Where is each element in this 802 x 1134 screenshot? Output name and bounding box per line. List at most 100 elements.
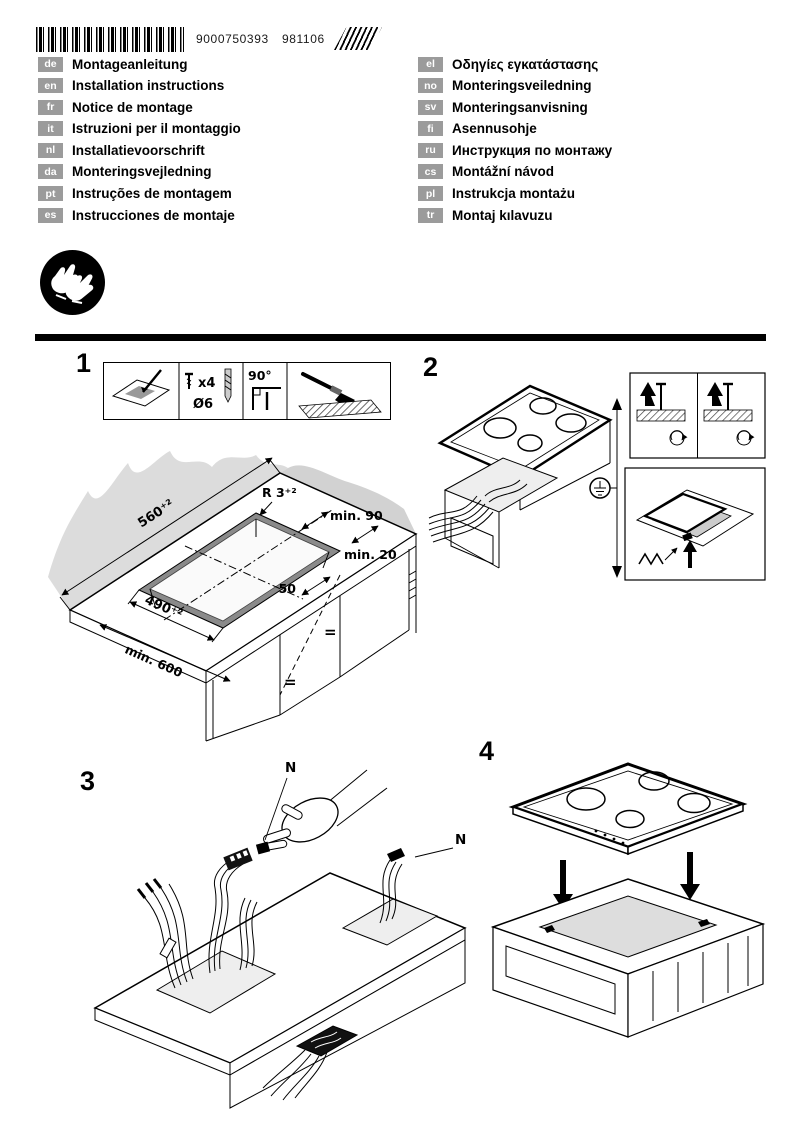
language-row: en Installation instructions [38, 78, 241, 94]
gloves-icon [40, 250, 105, 315]
detail-screw-fastening [629, 372, 766, 459]
language-title: Montageanleitung [72, 56, 188, 72]
language-title: Montaj kılavuzu [452, 207, 553, 223]
language-title: Instruções de montagem [72, 186, 232, 202]
language-code-badge: fr [38, 99, 63, 115]
figure2-number: 2 [423, 352, 439, 382]
figure1-number: 1 [76, 348, 92, 378]
dim-radius-label: R 3⁺² [262, 485, 297, 500]
terminal-label-n-right: N [455, 832, 466, 848]
equal-mark-top: = [324, 623, 337, 641]
hand [255, 769, 388, 855]
language-code-badge: pl [418, 186, 443, 202]
language-code-badge: de [38, 56, 63, 72]
language-row: fi Asennusohje [418, 121, 612, 137]
cable-exit-opening [262, 1025, 359, 1101]
dim-50-label: 50 [279, 581, 297, 596]
dim-min90-label: min. 90 [330, 508, 383, 523]
cable-opening-right [341, 848, 439, 946]
language-code-badge: sv [418, 99, 443, 115]
dimension-min90: min. 90 [301, 508, 383, 530]
language-title: Notice de montage [72, 99, 193, 115]
language-title: Инструкция по монтажу [452, 142, 613, 158]
language-row: es Instrucciones de montaje [38, 207, 241, 223]
language-code-badge: fi [418, 121, 443, 137]
figure2-drawing [428, 372, 766, 581]
strain-relief-clip [387, 848, 405, 862]
cabinet-lines [205, 546, 417, 742]
jumper-connector [255, 841, 271, 855]
language-code-badge: cs [418, 164, 443, 180]
language-row: tr Montaj kılavuzu [418, 207, 612, 223]
cabinet [492, 923, 764, 1038]
language-row: it Istruzioni per il montaggio [38, 121, 241, 137]
language-code-badge: nl [38, 142, 63, 158]
language-row: el Οδηγίες εγκατάστασης [418, 56, 612, 72]
language-title: Οδηγίες εγκατάστασης [452, 56, 599, 72]
dim-min20-label: min. 20 [344, 547, 397, 562]
language-row: sv Monteringsanvisning [418, 99, 612, 115]
dimension-min20: min. 20 [344, 525, 397, 562]
option-bracket [610, 398, 622, 578]
language-title: Installatievoorschrift [72, 142, 205, 158]
hatch-mark-icon [334, 27, 382, 50]
panel-sealant-brush [298, 372, 382, 419]
language-title: Instrucciones de montaje [72, 207, 235, 223]
cable-compartment [428, 457, 559, 569]
dimension-radius: R 3⁺² [259, 485, 297, 516]
language-title: Instrukcja montażu [452, 186, 576, 202]
earth-symbol-icon [589, 477, 611, 499]
figure3-drawing: N N [93, 760, 467, 1109]
language-row: pl Instrukcja montażu [418, 186, 612, 202]
language-title: Asennusohje [452, 121, 537, 137]
language-title: Monteringsanvisning [452, 99, 588, 115]
language-code-badge: ru [418, 142, 443, 158]
insert-arrow-right [680, 852, 700, 900]
dimension-50: 50 [279, 576, 331, 596]
figure4-drawing [490, 762, 766, 1038]
language-title: Monteringsveiledning [452, 78, 592, 94]
panel-screws-drill: x4 Ø6 [185, 368, 232, 412]
language-title: Monteringsvejledning [72, 164, 212, 180]
language-code-badge: el [418, 56, 443, 72]
doc-code: 981106 [282, 32, 325, 46]
hob [508, 762, 748, 856]
language-row: cs Montážní návod [418, 164, 612, 180]
language-title: Montážní návod [452, 164, 554, 180]
equal-mark-bottom: = [284, 673, 297, 691]
insert-arrow-left [553, 860, 573, 910]
language-row: da Monteringsvejledning [38, 164, 241, 180]
figure3-number: 3 [80, 766, 96, 796]
screw-count-label: x4 [198, 376, 215, 391]
terminal-block [223, 847, 253, 871]
panel-mark-corner [111, 369, 171, 407]
language-code-badge: tr [418, 207, 443, 223]
detail-clip-fastening [624, 467, 766, 581]
language-code-badge: da [38, 164, 63, 180]
figure1-toolbar: x4 Ø6 90° [103, 362, 391, 420]
language-row: de Montageanleitung [38, 56, 241, 72]
language-title: Istruzioni per il montaggio [72, 121, 241, 137]
side-wall [280, 465, 416, 534]
terminal-label-n-top: N [285, 760, 296, 776]
language-row: fr Notice de montage [38, 99, 241, 115]
language-row: nl Installatievoorschrift [38, 142, 241, 158]
drill-diameter-label: Ø6 [193, 397, 213, 412]
language-code-badge: en [38, 78, 63, 94]
panel-right-angle: 90° [248, 368, 281, 410]
language-code-badge: es [38, 207, 63, 223]
angle-label: 90° [248, 368, 272, 383]
barcode [36, 27, 184, 52]
language-code-badge: it [38, 121, 63, 137]
figure4-number: 4 [479, 736, 495, 766]
figure1-drawing: 560⁺² R 3⁺² min. 90 min. 20 50 490⁺² min… [48, 451, 418, 742]
language-row: ru Инструкция по монтажу [418, 142, 612, 158]
language-title: Installation instructions [72, 78, 225, 94]
language-list-left: de Montageanleitung en Installation instruc… [38, 56, 241, 223]
section-divider [35, 334, 766, 341]
barcode-number: 9000750393 [196, 32, 269, 46]
